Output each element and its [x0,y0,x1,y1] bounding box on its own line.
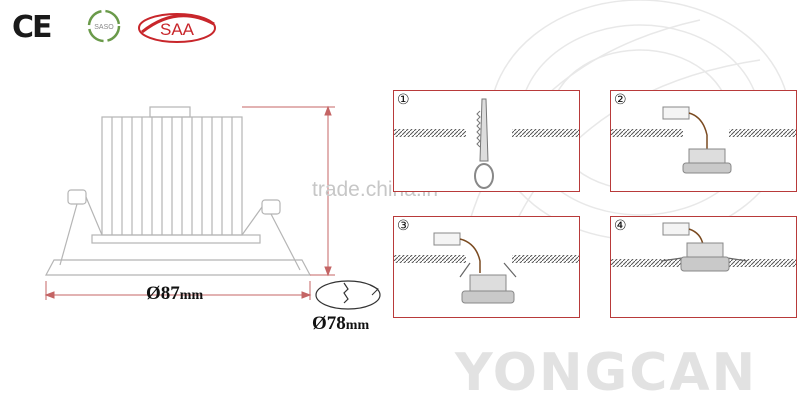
ce-mark-logo: CE [12,10,52,45]
step-1-illustration [394,98,579,189]
saso-logo-text: SASO [94,24,114,31]
step-2-number: ② [614,92,627,108]
cutout-circle-icon [315,280,381,310]
step-3-number: ③ [397,218,410,234]
downlight-side-view-drawing [44,105,335,300]
step-4-illustration [611,222,796,272]
installation-step-1-panel: ① [393,90,580,192]
installation-step-3-panel: ③ [393,216,580,318]
step-4-number: ④ [614,218,627,234]
installation-step-4-panel: ④ [610,216,797,318]
outer-diameter-value: Ø87 [146,283,180,304]
saso-logo: SASO [87,9,121,43]
outer-diameter-label: Ø87mm [146,283,203,305]
cutout-diameter-label: Ø78mm [312,313,369,335]
installation-step-2-panel: ② [610,90,797,192]
step-1-number: ① [397,92,410,108]
cutout-diameter-unit: mm [345,318,370,333]
outer-diameter-unit: mm [179,288,204,303]
cutout-diameter-value: Ø78 [312,313,346,334]
brand-watermark: YONGCAN [455,343,758,403]
step-3-illustration [394,232,579,304]
step-2-illustration [611,106,796,174]
saa-logo-text: SAA [160,20,195,39]
saa-logo: SAA [138,13,216,43]
